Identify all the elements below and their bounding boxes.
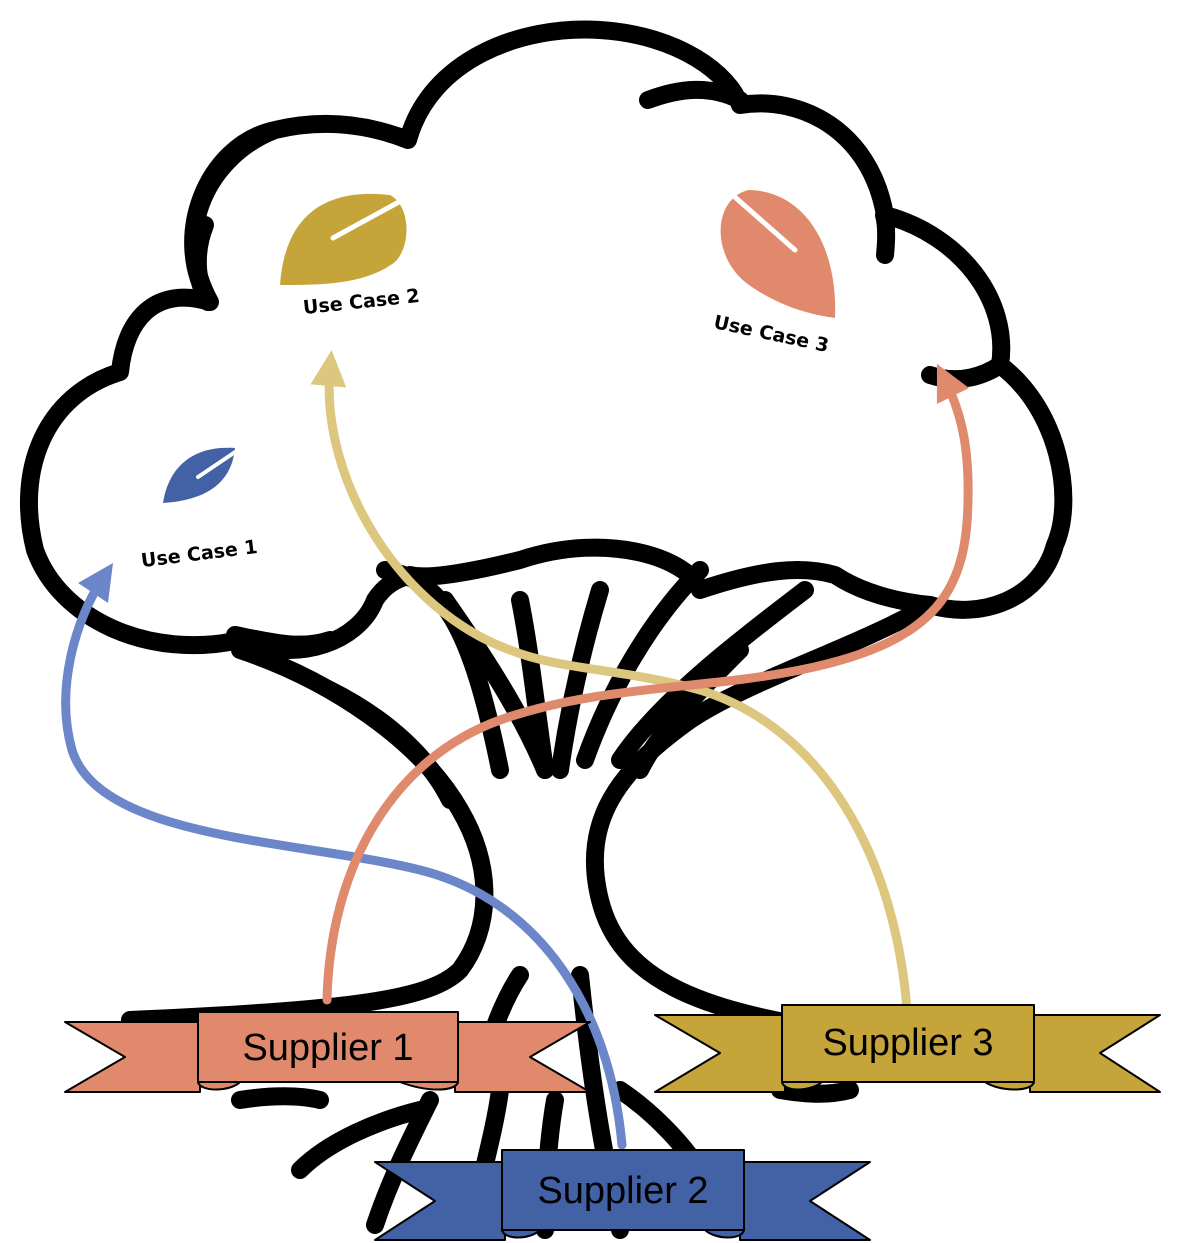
ribbon-tail-left [374,1161,506,1241]
supplier-3-banner: Supplier 3 [654,1004,1161,1093]
ribbon-tail-right [739,1161,871,1241]
leaf-use-case-1 [163,438,255,503]
supplier-2-banner: Supplier 2 [374,1149,871,1241]
ribbon-tail-right [454,1021,591,1093]
canopy-inner-stroke-bottom [226,626,339,654]
leaf-vein [196,438,255,479]
trunk-left-edge [121,641,494,1029]
ribbon-body [197,1011,459,1083]
ribbon-tail-left [64,1021,201,1093]
supplier-1-banner: Supplier 1 [64,1011,591,1093]
branch-7 [321,681,459,809]
tree-canopy [19,20,1073,659]
ribbon-curl-right [984,1081,1035,1091]
ribbon-body [781,1004,1035,1083]
branch-8 [631,641,749,779]
use-case-2-label: Use Case 2 [302,285,421,319]
ribbon-tail-left [654,1014,786,1093]
supplier-2-label: Supplier 2 [537,1170,708,1212]
branch-5 [576,561,709,769]
arrow-supplier-3-to-use-case-2 [310,350,913,1030]
leaf-use-case-3 [708,173,836,318]
root-9 [771,1081,859,1103]
use-case-3-label: Use Case 3 [712,311,831,357]
branch-3 [511,591,554,779]
canopy-inner-stroke-right [875,206,896,264]
ribbon-curl-right [704,1229,745,1239]
leaf-use-case-2 [280,183,431,285]
canopy-inner-stroke-left [188,216,217,311]
leaf-vein [330,183,431,241]
tree-trunk [121,561,939,1039]
canopy-inner-stroke-top [639,80,749,109]
use-case-1-label: Use Case 1 [140,536,259,572]
ribbon-body [501,1149,745,1231]
leaf-vein [708,173,798,253]
branch-6 [611,581,814,769]
ribbon-curl-left [197,1081,241,1091]
root-2 [366,1091,439,1234]
ribbon-tail-right [1029,1014,1161,1093]
leaf-icon [720,190,836,318]
branch-4 [551,581,609,779]
canopy-outline [19,20,1073,659]
supplier-1-label: Supplier 1 [242,1027,413,1069]
root-8 [231,1087,329,1109]
root-1 [291,1101,429,1179]
supplier-3-label: Supplier 3 [822,1022,993,1064]
ribbon-curl-left [781,1081,823,1091]
ribbon-curl-left [501,1229,541,1239]
arrow-supplier-1-to-use-case-3 [322,363,973,1005]
trunk-right-edge [585,596,939,1039]
ribbon-curl-right [399,1081,459,1091]
canopy-inner-stroke-right2 [921,356,1009,389]
arrow-supplier-2-to-use-case-1 [61,563,627,1150]
